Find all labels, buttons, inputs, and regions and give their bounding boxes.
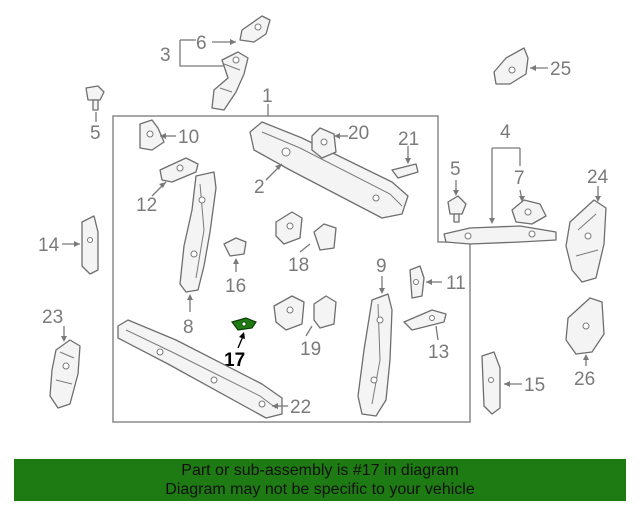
banner-line-1: Part or sub-assembly is #17 in diagram <box>181 462 459 479</box>
callout-13: 13 <box>428 342 449 363</box>
part-21-plate <box>391 163 419 179</box>
callout-22: 22 <box>290 397 311 418</box>
part-13-brace <box>403 309 447 331</box>
part-10-bracket <box>139 119 165 151</box>
callout-15: 15 <box>524 375 545 396</box>
part-11-bracket <box>409 265 425 299</box>
part-22-crossmember <box>117 319 283 419</box>
parts-diagram: 1 3 6 5 25 10 2 <box>38 15 609 423</box>
part-24-panel <box>565 199 607 283</box>
leader-13 <box>435 325 439 341</box>
callout-25: 25 <box>550 59 571 80</box>
part-12-brace <box>159 157 199 183</box>
callout-1: 1 <box>262 86 273 107</box>
callout-17: 17 <box>224 350 245 371</box>
callout-18: 18 <box>288 255 309 276</box>
callout-6: 6 <box>196 33 207 54</box>
part-26-bracket <box>565 297 605 355</box>
callout-24: 24 <box>587 167 609 188</box>
leader-3 <box>179 40 224 67</box>
part-16-clip <box>223 237 247 257</box>
part-7-bracket <box>511 199 547 225</box>
part-19-bracket <box>273 295 337 331</box>
callout-2: 2 <box>254 177 265 198</box>
part-4-crossbar <box>443 225 557 245</box>
callout-3: 3 <box>160 45 171 66</box>
part-8-support <box>179 171 217 293</box>
callout-4: 4 <box>500 122 511 143</box>
part-5-bolt-left <box>85 85 105 111</box>
callout-16: 16 <box>225 276 246 297</box>
leader-19 <box>305 325 313 337</box>
callout-11: 11 <box>446 273 466 294</box>
callout-19: 19 <box>300 339 321 360</box>
info-banner: Part or sub-assembly is #17 in diagram D… <box>14 459 626 501</box>
callout-9: 9 <box>376 256 387 277</box>
part-5-bolt-right <box>447 195 467 223</box>
callout-10: 10 <box>178 127 199 148</box>
callout-8: 8 <box>183 317 194 338</box>
callout-21: 21 <box>398 129 419 150</box>
part-20-bracket <box>311 127 337 159</box>
part-17-highlighted <box>230 317 257 331</box>
part-25-bracket <box>493 47 529 85</box>
callout-7: 7 <box>514 168 525 189</box>
part-15-bracket <box>481 351 501 415</box>
part-6-bracket <box>239 15 271 43</box>
callout-23: 23 <box>42 307 63 328</box>
callout-20: 20 <box>348 123 369 144</box>
part-3-bracket <box>211 51 249 111</box>
callout-12: 12 <box>136 195 157 216</box>
part-23-panel <box>49 339 81 409</box>
part-18-bracket <box>275 211 337 251</box>
part-9-support <box>357 293 393 417</box>
leader-18 <box>299 243 311 253</box>
callout-14: 14 <box>38 235 60 256</box>
callout-5-right: 5 <box>450 159 461 180</box>
callout-26: 26 <box>574 369 595 390</box>
part-14-bracket <box>81 215 99 275</box>
banner-line-2: Diagram may not be specific to your vehi… <box>165 481 475 498</box>
leader-4 <box>491 147 521 222</box>
part-2-crossmember <box>249 121 409 219</box>
callout-5-left: 5 <box>90 123 101 144</box>
